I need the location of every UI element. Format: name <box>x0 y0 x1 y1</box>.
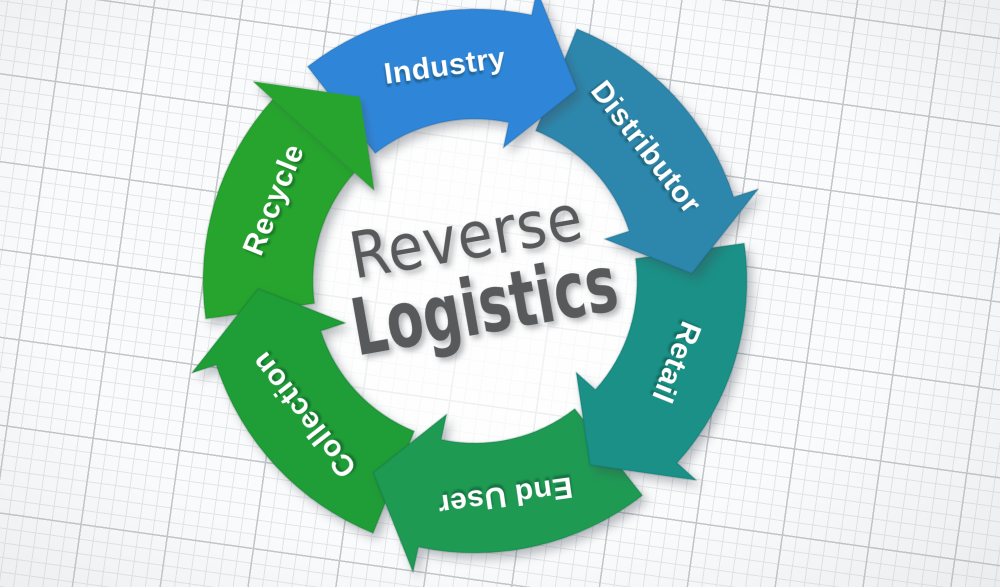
center-title: Reverse Logistics <box>344 181 624 374</box>
arrow-industry <box>306 0 578 155</box>
arrow-end-user <box>372 407 644 574</box>
arrow-retail <box>575 242 748 482</box>
ring-arrows <box>190 0 760 574</box>
arrow-distributor <box>534 27 760 275</box>
arrow-collection <box>190 287 416 535</box>
